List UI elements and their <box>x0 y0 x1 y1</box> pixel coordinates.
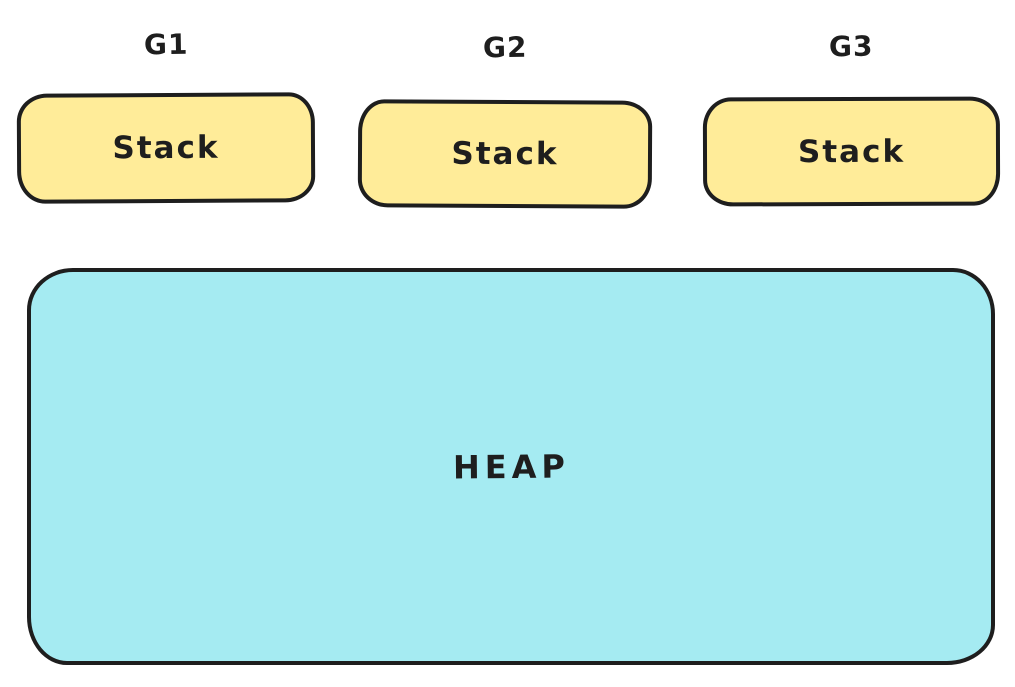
group-g3-label: G3 <box>828 29 875 64</box>
stack-box-g1: Stack <box>16 92 316 204</box>
group-g3: G3 Stack <box>702 28 1001 207</box>
stack-box-g2: Stack <box>357 99 653 209</box>
group-g2-label: G2 <box>482 30 528 65</box>
heap-box: HEAP <box>27 268 995 665</box>
group-g1-label: G1 <box>143 27 189 62</box>
stack-box-g3-label: Stack <box>797 133 906 170</box>
stack-box-g3: Stack <box>702 96 1001 207</box>
heap-label: HEAP <box>452 446 570 487</box>
group-g2: G2 Stack <box>357 29 653 209</box>
stack-box-g1-label: Stack <box>112 129 220 167</box>
group-g1: G1 Stack <box>16 26 316 204</box>
stack-box-g2-label: Stack <box>451 135 559 173</box>
